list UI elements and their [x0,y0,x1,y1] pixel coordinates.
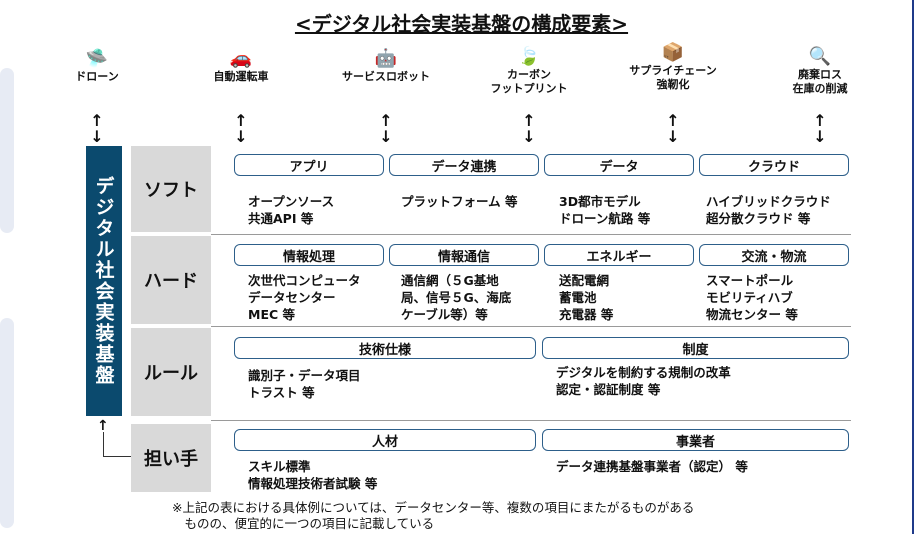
row-separator [211,420,851,421]
top-item-label: カーボン フットプリント [490,68,568,95]
top-item-label: サプライチェーン 強靭化 [629,64,717,91]
cell-text: ハイブリッドクラウド 超分散クラウド 等 [706,194,831,226]
magnifier-boxes-icon: 🔍 [808,46,832,67]
feedback-arrow-horizontal [103,456,131,457]
drone-icon: 🛸 [85,48,109,69]
footnote: ※上記の表における具体例については、データセンター等、複数の項目にまたがるものが… [172,500,695,531]
double-arrow-icon: ↑↓ [522,111,536,146]
car-icon: 🚗 [229,48,253,69]
robot-icon: 🤖 [374,48,398,69]
boxes-icon: 📦 [661,42,685,63]
top-item-label: 自動運転車 [213,70,269,83]
header-box: 技術仕様 [234,337,536,359]
feedback-arrow-head: ↑ [97,418,109,434]
top-item-robot: 🤖 サービスロボット [331,48,441,84]
row-separator [211,326,851,327]
top-item-label: ドローン [75,70,119,83]
row-label-rule: ルール [131,328,211,416]
header-box: データ連携 [389,154,539,176]
row-label-soft: ソフト [131,146,211,232]
row-label-hard: ハード [131,236,211,324]
top-item-label: 廃棄ロス 在庫の削減 [792,68,848,95]
cell-text: プラットフォーム 等 [401,194,518,209]
leaf-icon: 🍃 [517,46,541,67]
cell-text: 識別子・データ項目 トラスト 等 [248,368,361,400]
cell-text: 通信網（５G基地 局、信号５G、海底 ケーブル等）等 [401,273,512,322]
double-arrow-icon: ↑↓ [813,111,827,146]
cell-text: スマートポール モビリティハブ 物流センター 等 [706,273,798,322]
top-item-label: サービスロボット [342,70,430,83]
header-box: アプリ [234,154,384,176]
right-border-line [912,0,914,534]
double-arrow-icon: ↑↓ [234,111,248,146]
row-label-people: 担い手 [131,424,211,492]
top-item-waste: 🔍 廃棄ロス 在庫の削減 [765,46,875,96]
header-box: 情報通信 [389,244,539,266]
header-box: データ [544,154,694,176]
cell-text: 次世代コンピュータ データセンター MEC 等 [248,273,361,322]
cell-text: 送配電網 蓄電池 充電器 等 [559,273,614,322]
top-item-carbon: 🍃 カーボン フットプリント [474,46,584,96]
double-arrow-icon: ↑↓ [666,111,680,146]
header-box: 人材 [234,429,536,451]
header-box: 事業者 [542,429,849,451]
top-item-car: 🚗 自動運転車 [186,48,296,84]
diagram-title: <デジタル社会実装基盤の構成要素> [294,12,629,36]
top-item-supply: 📦 サプライチェーン 強靭化 [618,42,728,92]
cell-text: デジタルを制約する規制の改革 認定・認証制度 等 [556,365,731,397]
header-box: 交流・物流 [699,244,849,266]
cell-text: 3D都市モデル ドローン航路 等 [559,194,651,226]
vertical-banner: デジタル社会実装基盤 [86,146,122,416]
left-side-panel-bottom [0,318,14,528]
top-item-drone: 🛸 ドローン [42,48,152,84]
row-separator [211,234,851,235]
feedback-arrow-vertical [103,432,104,457]
cell-text: データ連携基盤事業者（認定） 等 [556,459,748,474]
header-box: エネルギー [544,244,694,266]
double-arrow-icon: ↑↓ [90,111,104,146]
cell-text: オープンソース 共通API 等 [248,194,335,226]
header-box: クラウド [699,154,849,176]
cell-text: スキル標準 情報処理技術者試験 等 [248,459,378,491]
header-box: 情報処理 [234,244,384,266]
double-arrow-icon: ↑↓ [379,111,393,146]
left-side-panel-top [0,68,14,233]
header-box: 制度 [542,337,849,359]
